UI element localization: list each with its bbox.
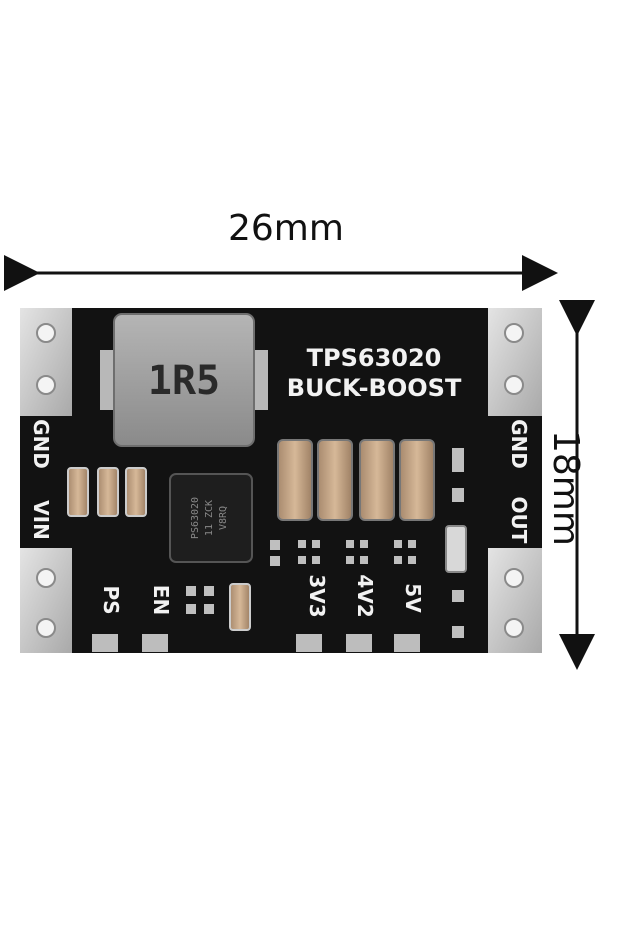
pad-group-right-top <box>488 308 542 416</box>
pad-group-left-bottom <box>20 548 72 653</box>
board-title-line2: BUCK-BOOST <box>287 374 462 402</box>
inductor-marking: 1R5 <box>148 358 220 404</box>
capacitor-bank <box>277 439 435 521</box>
pad-4v2 <box>346 634 372 652</box>
chip-marking-2: 11 ZCK <box>204 500 215 536</box>
height-dimension-label: 18mm <box>545 430 586 546</box>
label-5v: 5V <box>401 583 425 613</box>
label-en: EN <box>149 585 173 615</box>
small-components <box>186 448 467 638</box>
inductor: 1R5 <box>100 313 268 447</box>
width-dimension-label: 26mm <box>228 208 344 249</box>
chip-marking-1: PS63020 <box>190 497 201 539</box>
label-right-out: OUT <box>507 497 531 544</box>
pad-5v <box>394 634 420 652</box>
tps63020-chip: PS63020 11 ZCK V8RQ <box>169 473 253 563</box>
pad-3v3 <box>296 634 322 652</box>
pad-en <box>142 634 168 652</box>
label-left-gnd: GND <box>29 419 53 469</box>
pad-group-right-bottom <box>488 548 542 653</box>
chip-marking-3: V8RQ <box>218 506 229 530</box>
label-4v2: 4V2 <box>353 574 377 617</box>
board-title-line1: TPS63020 <box>307 344 442 372</box>
label-right-gnd: GND <box>507 419 531 469</box>
label-3v3: 3V3 <box>305 574 329 617</box>
pad-group-left-top <box>20 308 72 416</box>
label-ps: PS <box>99 585 123 614</box>
label-left-vin: VIN <box>29 500 53 540</box>
pad-ps <box>92 634 118 652</box>
input-capacitors <box>67 467 147 517</box>
